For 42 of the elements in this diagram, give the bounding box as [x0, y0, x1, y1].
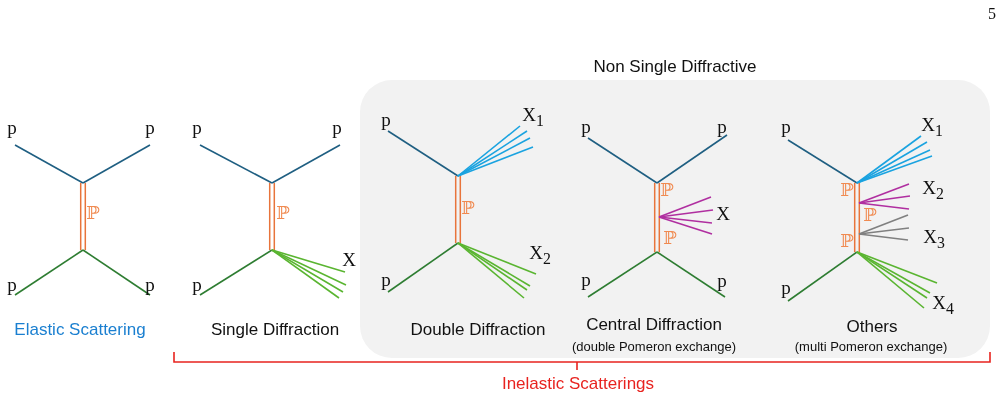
particle-label: p [381, 109, 391, 129]
particle-label: p [145, 117, 155, 137]
pomeron-label: ℙ [840, 181, 854, 199]
pomeron-label: ℙ [660, 181, 674, 199]
particle-label: p [192, 117, 202, 137]
particle-label: p [332, 117, 342, 137]
particle-label: p [7, 117, 17, 137]
particle-label: X$_{4}$ [932, 293, 954, 317]
particle-label: p [192, 274, 202, 294]
caption: Central Diffraction [586, 315, 722, 333]
particle-label: p [717, 116, 727, 136]
particle-label: p [781, 277, 791, 297]
group-panel [360, 80, 990, 358]
note: (multi Pomeron exchange) [794, 339, 948, 353]
particle-label: X$_{2}$ [922, 178, 944, 202]
page-number: 5 [988, 6, 996, 22]
pomeron-label: ℙ [276, 204, 290, 222]
particle-label: X$_{3}$ [923, 227, 945, 251]
particle-label: p [581, 116, 591, 136]
pomeron-label: ℙ [840, 232, 854, 250]
caption: Others [846, 317, 898, 335]
particle-label: X$_{2}$ [529, 243, 551, 267]
group-title: Non Single Diffractive [593, 57, 757, 75]
pomeron-label: ℙ [663, 229, 677, 247]
particle-label: p [7, 274, 17, 294]
particle-label: X$_{1}$ [522, 105, 544, 129]
particle-label: p [381, 269, 391, 289]
caption: Single Diffraction [210, 320, 340, 338]
pomeron-label: ℙ [86, 204, 100, 222]
particle-label: X$_{1}$ [921, 115, 943, 139]
particle-label: X [716, 203, 730, 223]
particle-label: p [717, 270, 727, 290]
caption: Double Diffraction [410, 320, 546, 338]
pomeron-label: ℙ [461, 199, 475, 217]
particle-label: X [342, 249, 356, 269]
caption: Elastic Scattering [14, 320, 146, 338]
particle-label: p [145, 274, 155, 294]
particle-label: p [781, 116, 791, 136]
pomeron-label: ℙ [863, 206, 877, 224]
particle-label: p [581, 269, 591, 289]
note: (double Pomeron exchange) [571, 339, 737, 353]
caption: Inelastic Scatterings [501, 374, 655, 392]
